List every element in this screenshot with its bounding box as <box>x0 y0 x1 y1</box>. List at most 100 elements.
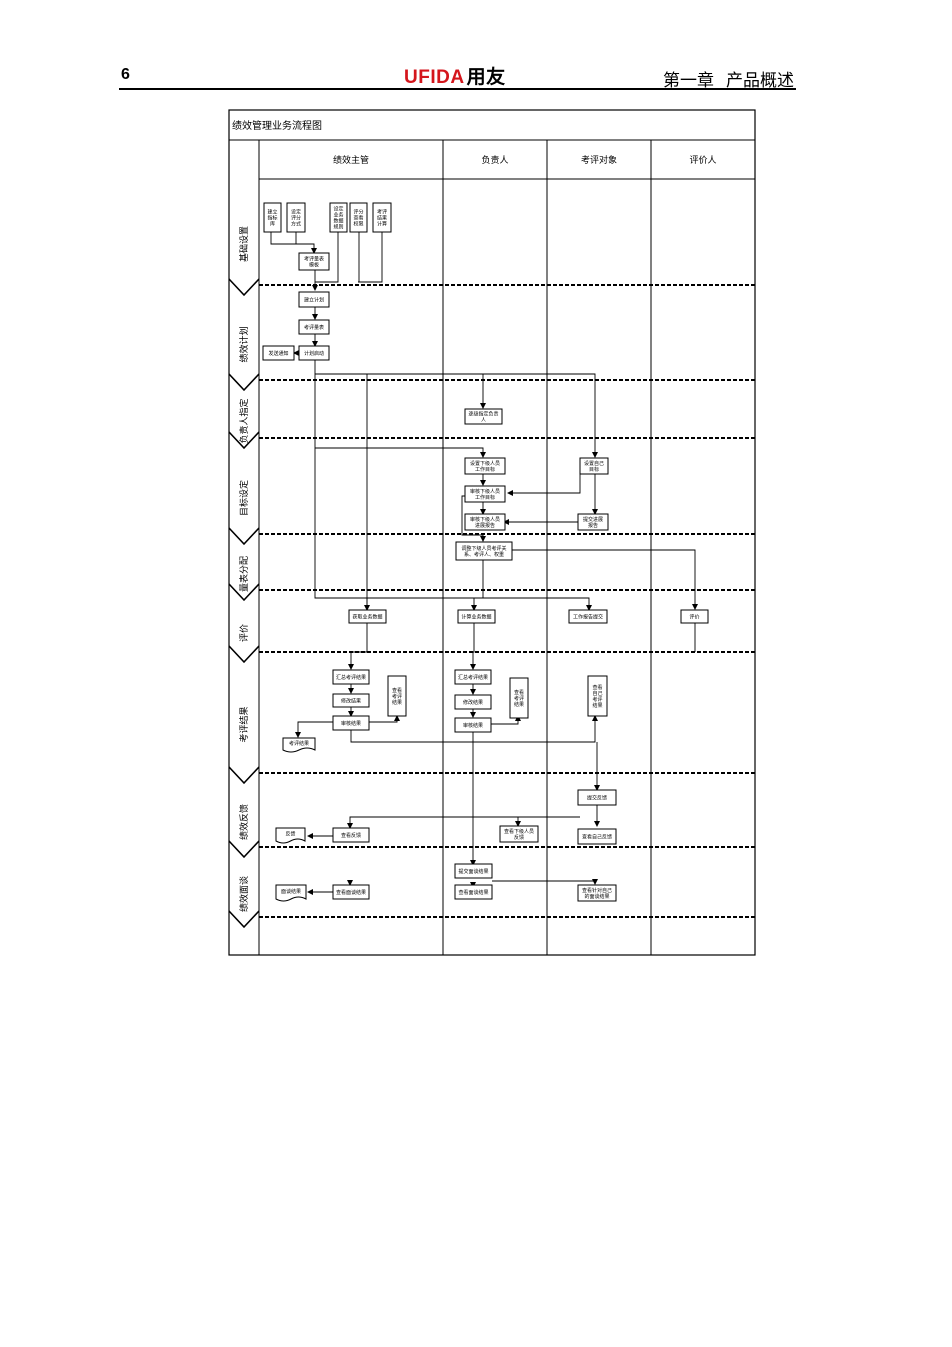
node-label: 查看自己考评结果 <box>592 684 602 709</box>
flow-connector <box>471 560 484 611</box>
node-label: 考评结果计算 <box>377 208 387 227</box>
node-label: 工作报告提交 <box>573 613 603 620</box>
flow-connector <box>315 231 339 283</box>
node-label: 设置自己目标 <box>584 460 604 473</box>
header-rule <box>119 88 796 90</box>
eval-node <box>348 609 387 624</box>
assign-node <box>464 408 503 425</box>
template-node <box>298 252 330 271</box>
setup-node <box>286 202 306 233</box>
node-label: 查看自己反馈 <box>582 833 612 840</box>
result-node <box>454 694 492 710</box>
setup-node <box>329 202 348 233</box>
node-label: 建立指标库 <box>267 208 277 227</box>
node-label: 审核结果 <box>463 722 483 729</box>
node-label: 查看面谈结果 <box>458 889 488 896</box>
node-label: 逐级指定负责人 <box>468 410 498 423</box>
column-header: 负责人 <box>481 154 508 166</box>
node-label: 提交面谈结果 <box>458 868 488 875</box>
lane-label: 考评结果 <box>238 706 250 742</box>
node-label: 审核下级人员工作目标 <box>470 488 500 501</box>
flow-connector <box>270 231 317 254</box>
interview-node <box>577 884 617 902</box>
lane-label: 基础设置 <box>238 226 250 262</box>
eval-node <box>568 609 608 624</box>
target-node <box>579 457 609 475</box>
notice-node <box>262 345 295 361</box>
node-label: 修改结果 <box>463 699 483 706</box>
feedback-node <box>332 827 370 843</box>
node-label: 查看面谈结果 <box>336 889 366 896</box>
lane-label: 量表分配 <box>238 556 250 592</box>
flow-connector <box>315 447 486 458</box>
flow-connector <box>295 721 333 738</box>
flow-connector <box>507 466 581 496</box>
node-label: 查看反馈 <box>341 832 361 839</box>
column-header: 考评对象 <box>581 154 617 166</box>
node-label: 反馈 <box>285 830 295 837</box>
flow-connector <box>347 816 580 829</box>
document-node <box>275 884 307 902</box>
setup-node <box>263 202 282 233</box>
lane-chevron <box>228 583 260 602</box>
node-label: 建立计划 <box>304 296 324 303</box>
lane-chevron <box>228 278 260 297</box>
flow-connector <box>315 597 592 611</box>
lane-label: 负责人指定 <box>238 398 250 443</box>
flow-connector <box>314 360 370 611</box>
node-label: 查看下级人员反馈 <box>504 828 534 841</box>
node-label: 评价 <box>689 613 699 620</box>
lane-chevron <box>228 645 260 664</box>
chapter-number: 第一章 <box>663 71 714 91</box>
result-node <box>454 717 492 733</box>
node-label: 设置下级人员工作目标 <box>470 460 500 473</box>
column-header: 评价人 <box>689 155 716 166</box>
logo-chinese: 用友 <box>466 66 506 88</box>
result-node <box>509 677 529 719</box>
flow-connector <box>358 231 383 283</box>
flow-connector <box>367 715 400 723</box>
document-node <box>282 737 316 753</box>
node-label: 面谈结果 <box>281 888 301 895</box>
document-node <box>275 827 306 844</box>
plan-node <box>298 319 330 335</box>
lane-chevron <box>228 910 260 929</box>
plan-node <box>298 291 330 308</box>
flow-connector <box>461 495 486 542</box>
flow-connector <box>512 549 698 610</box>
result-node <box>587 675 608 717</box>
node-label: 审核下级人员进展报告 <box>470 516 500 529</box>
eval-node <box>457 609 496 624</box>
lane-label: 绩效面谈 <box>238 876 250 912</box>
node-label: 查看针对自己的面谈结果 <box>582 887 612 900</box>
node-label: 获取业务数据 <box>352 613 382 620</box>
column-header: 绩效主管 <box>333 154 369 166</box>
feedback-node <box>577 789 617 806</box>
interview-node <box>332 884 370 900</box>
lane-chevron <box>228 431 260 450</box>
node-label: 提交进展报告 <box>583 516 603 529</box>
flow-connector <box>492 879 598 885</box>
page-number: 6 <box>121 66 130 83</box>
result-node <box>332 669 370 685</box>
feedback-node <box>499 825 539 843</box>
lane-chevron <box>228 527 260 546</box>
flow-connector <box>470 623 476 670</box>
node-label: 发送通知 <box>268 350 288 357</box>
node-label: 调整下级人员考评关系、考评人、权重 <box>461 545 506 558</box>
node-label: 审核结果 <box>341 720 361 727</box>
lane-label: 评价 <box>239 624 250 642</box>
interview-node <box>454 863 493 879</box>
lane-chevron <box>228 373 260 392</box>
result-node <box>332 715 370 731</box>
node-label: 设定评分方式 <box>291 208 301 227</box>
node-label: 考评量表模板 <box>304 255 324 268</box>
setup-node <box>349 202 368 233</box>
lane-label: 绩效计划 <box>238 326 250 362</box>
node-label: 计划启动 <box>304 350 324 357</box>
result-node <box>332 693 370 708</box>
diagram-title: 绩效管理业务流程图 <box>232 119 322 132</box>
lane-chevron <box>228 766 260 785</box>
lane-label: 目标设定 <box>238 480 250 516</box>
node-label: 考评量表 <box>304 324 324 331</box>
